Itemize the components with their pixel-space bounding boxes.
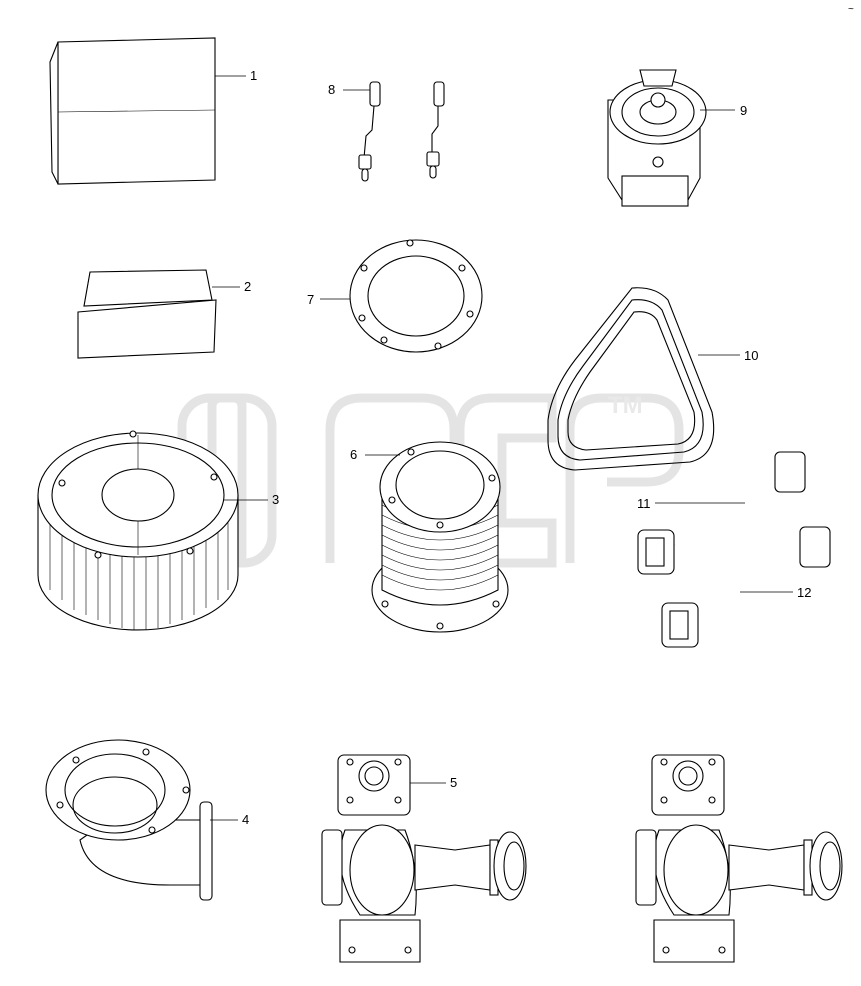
part-bellows [371, 441, 509, 633]
part-box [49, 37, 216, 185]
corner-mark: ~ [848, 4, 854, 15]
part-pump-alt [635, 754, 843, 963]
part-tray [77, 269, 217, 359]
callout-8: 8 [328, 82, 335, 97]
callout-3: 3 [272, 492, 279, 507]
callout-11: 11 [637, 496, 651, 511]
callout-6: 6 [350, 447, 357, 462]
callout-12: 12 [797, 585, 811, 600]
callout-4: 4 [242, 812, 249, 827]
part-air-filter [37, 430, 239, 631]
part-rods [358, 81, 445, 182]
callout-5: 5 [450, 775, 457, 790]
part-flange-ring [349, 239, 483, 353]
callout-9: 9 [740, 103, 747, 118]
part-elbow [45, 739, 213, 901]
part-pump [321, 754, 527, 963]
callout-7: 7 [307, 292, 314, 307]
callout-1: 1 [250, 68, 257, 83]
part-cable-11 [637, 451, 806, 575]
watermark-tm: TM [608, 392, 643, 419]
callout-10: 10 [744, 348, 758, 363]
part-cable-12 [661, 526, 831, 648]
callout-2: 2 [244, 279, 251, 294]
part-belt [547, 287, 715, 471]
part-alternator [607, 69, 707, 207]
